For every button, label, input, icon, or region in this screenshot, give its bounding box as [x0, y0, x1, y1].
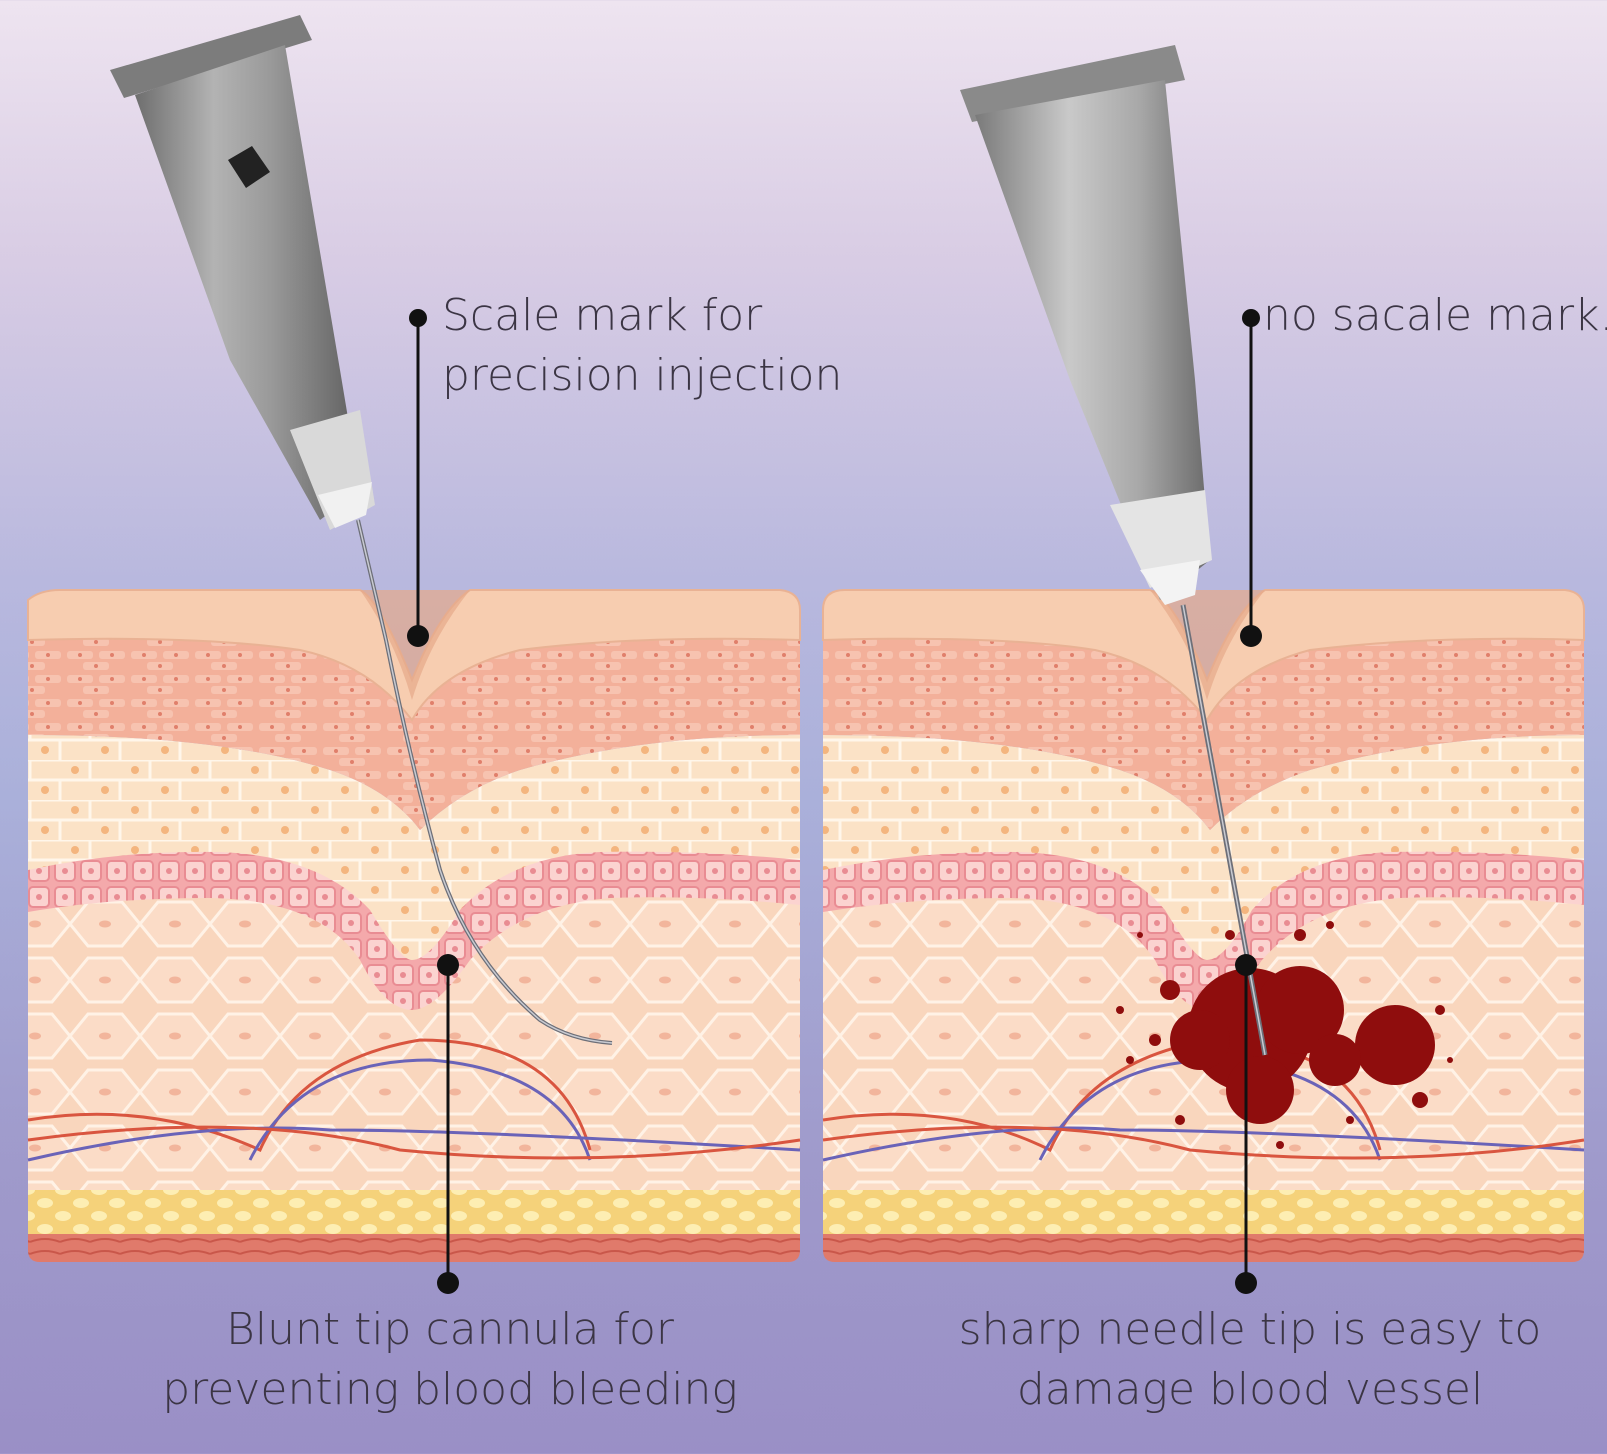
- no-scale-mark-label: no sacale mark.: [1263, 286, 1607, 346]
- fat-layer: [823, 1190, 1584, 1234]
- sharp-tip-label: sharp needle tip is easy to damage blood…: [930, 1300, 1570, 1420]
- muscle-layer: [28, 1234, 800, 1262]
- fat-layer: [28, 1190, 800, 1234]
- scale-mark-label: Scale mark for precision injection: [442, 286, 842, 406]
- no-scale-mark-label-line: no sacale mark.: [1263, 286, 1607, 346]
- scale-mark-label-line-1: Scale mark for: [442, 286, 842, 346]
- sharp-tip-label-line-2: damage blood vessel: [930, 1360, 1570, 1420]
- blunt-tip-label-line-1: Blunt tip cannula for: [140, 1300, 760, 1360]
- sharp-tip-label-line-1: sharp needle tip is easy to: [930, 1300, 1570, 1360]
- blunt-tip-label: Blunt tip cannula for preventing blood b…: [140, 1300, 760, 1420]
- blunt-tip-label-line-2: preventing blood bleeding: [140, 1360, 760, 1420]
- scale-mark-label-line-2: precision injection: [442, 346, 842, 406]
- muscle-layer: [823, 1234, 1584, 1262]
- right-skin-panel: [823, 45, 1584, 1262]
- left-cannula-hub: [110, 15, 375, 530]
- right-needle-hub: [960, 45, 1212, 605]
